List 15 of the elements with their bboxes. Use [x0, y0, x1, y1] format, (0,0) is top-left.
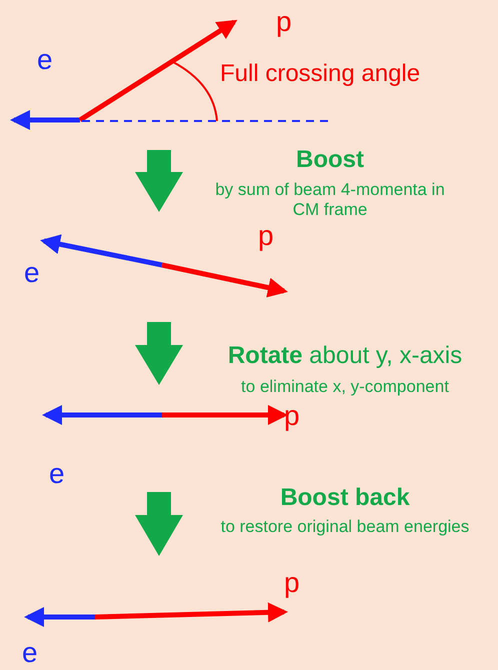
step-description: by sum of beam 4-momenta in CM frame — [214, 180, 446, 220]
particle-label: e — [24, 257, 40, 290]
particle-label: p — [284, 400, 300, 432]
particle-label: p — [276, 6, 292, 38]
step-title: Rotate about y, x-axis — [226, 342, 464, 370]
particle-label: e — [49, 458, 65, 490]
step-description: to restore original beam energies — [220, 517, 470, 537]
step-title: Boost — [295, 146, 365, 174]
step-description: to eliminate x, y-component — [240, 377, 450, 397]
particle-label: e — [37, 44, 53, 76]
particle-label: e — [22, 637, 38, 670]
particle-label: p — [258, 220, 274, 252]
particle-label: p — [284, 567, 300, 600]
step-title: Boost back — [279, 484, 411, 512]
angle-label: Full crossing angle — [220, 60, 420, 88]
